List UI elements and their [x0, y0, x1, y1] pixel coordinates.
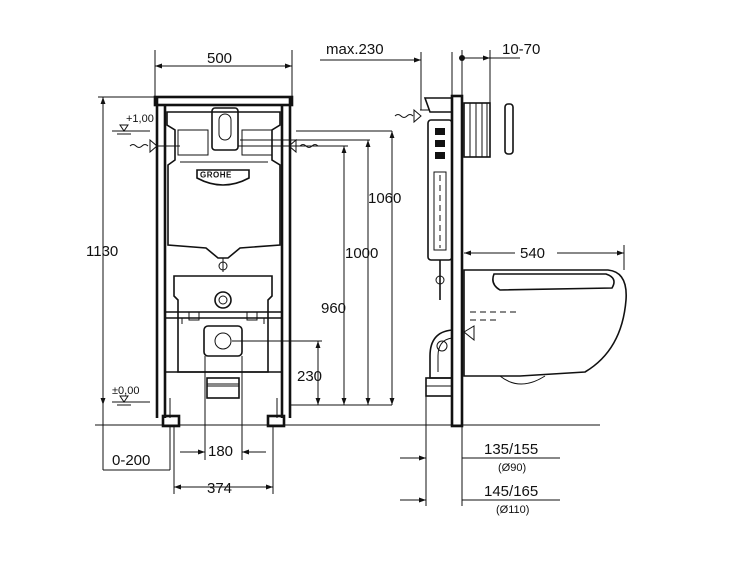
drain-bend: [206, 377, 240, 399]
pan-connector: [173, 275, 273, 399]
level-mark-top: +1,00: [112, 113, 154, 135]
dim-bowl-label: 540: [520, 245, 545, 262]
dim-feet-374: 374: [173, 426, 274, 497]
right-bolt: [246, 311, 258, 321]
dim-height-1130: 1130: [86, 96, 155, 426]
flush-pipe-connector-icon: [214, 291, 232, 309]
water-supply-left: [129, 138, 180, 154]
wc-bowl: [463, 269, 627, 385]
side-water-supply: [394, 108, 422, 124]
drain-pipe: [425, 329, 453, 397]
dim-height-1060: 1060: [368, 190, 401, 207]
right-foot: [266, 414, 286, 428]
dim-bowl-540: 540: [464, 242, 625, 270]
level-mark-zero: ±0,00: [112, 385, 150, 406]
dim-pipe-label: 230: [297, 368, 322, 385]
dim-drain-small-label: 135/155: [484, 441, 538, 458]
dim-height-label: 1130: [86, 243, 118, 260]
left-bolt: [188, 311, 200, 321]
dim-max-depth-label: max.230: [326, 41, 384, 58]
dim-heights: 960 1000 1060: [238, 130, 401, 406]
dim-height-960: 960: [321, 300, 346, 317]
side-frame: [450, 94, 464, 428]
flush-plate-cover: [504, 103, 514, 155]
dim-feet-label: 374: [207, 480, 232, 497]
dim-max-230: max.230: [320, 41, 453, 110]
dim-width-label: 500: [207, 50, 232, 67]
side-cistern: [420, 97, 453, 300]
front-view: GROHE: [86, 50, 600, 497]
side-view: max.230 10-70 540 135/155 (Ø90): [320, 41, 627, 516]
brand-badge: [196, 169, 250, 186]
dim-adjust-0-200: 0-200: [102, 426, 171, 471]
dim-adjust-label: 0-200: [112, 452, 150, 469]
level-zero-label: ±0,00: [112, 385, 139, 397]
dim-drain-small-dia: (Ø90): [498, 462, 526, 474]
flush-plate-recess: [211, 107, 239, 151]
front-frame: [153, 95, 294, 428]
dim-height-1000: 1000: [345, 245, 378, 262]
dim-drain-small: 135/155 (Ø90): [400, 396, 560, 506]
dim-drain-large-dia: (Ø110): [496, 504, 529, 516]
dim-wall-offset-label: 10-70: [502, 41, 540, 58]
flush-plate-side: [423, 97, 453, 113]
dim-bolts-label: 180: [208, 443, 233, 460]
dim-width-500: 500: [154, 50, 293, 97]
cistern-overflow-box: [241, 129, 273, 156]
left-foot: [161, 414, 181, 428]
wall-plate: [463, 102, 514, 158]
brand-label: GROHE: [200, 171, 232, 180]
cistern-inlet-box: [177, 129, 209, 156]
dim-bolts-180: 180: [180, 356, 266, 460]
dim-drain-large: 145/165 (Ø110): [400, 483, 560, 516]
level-top-label: +1,00: [126, 113, 154, 125]
dim-drain-large-label: 145/165: [484, 483, 538, 500]
dim-wall-offset: 10-70: [459, 41, 540, 103]
cistern: GROHE: [166, 107, 281, 272]
flush-button-icon: [218, 113, 232, 141]
dim-pipe-230: 230: [232, 340, 322, 405]
wc-seat: [492, 273, 615, 291]
